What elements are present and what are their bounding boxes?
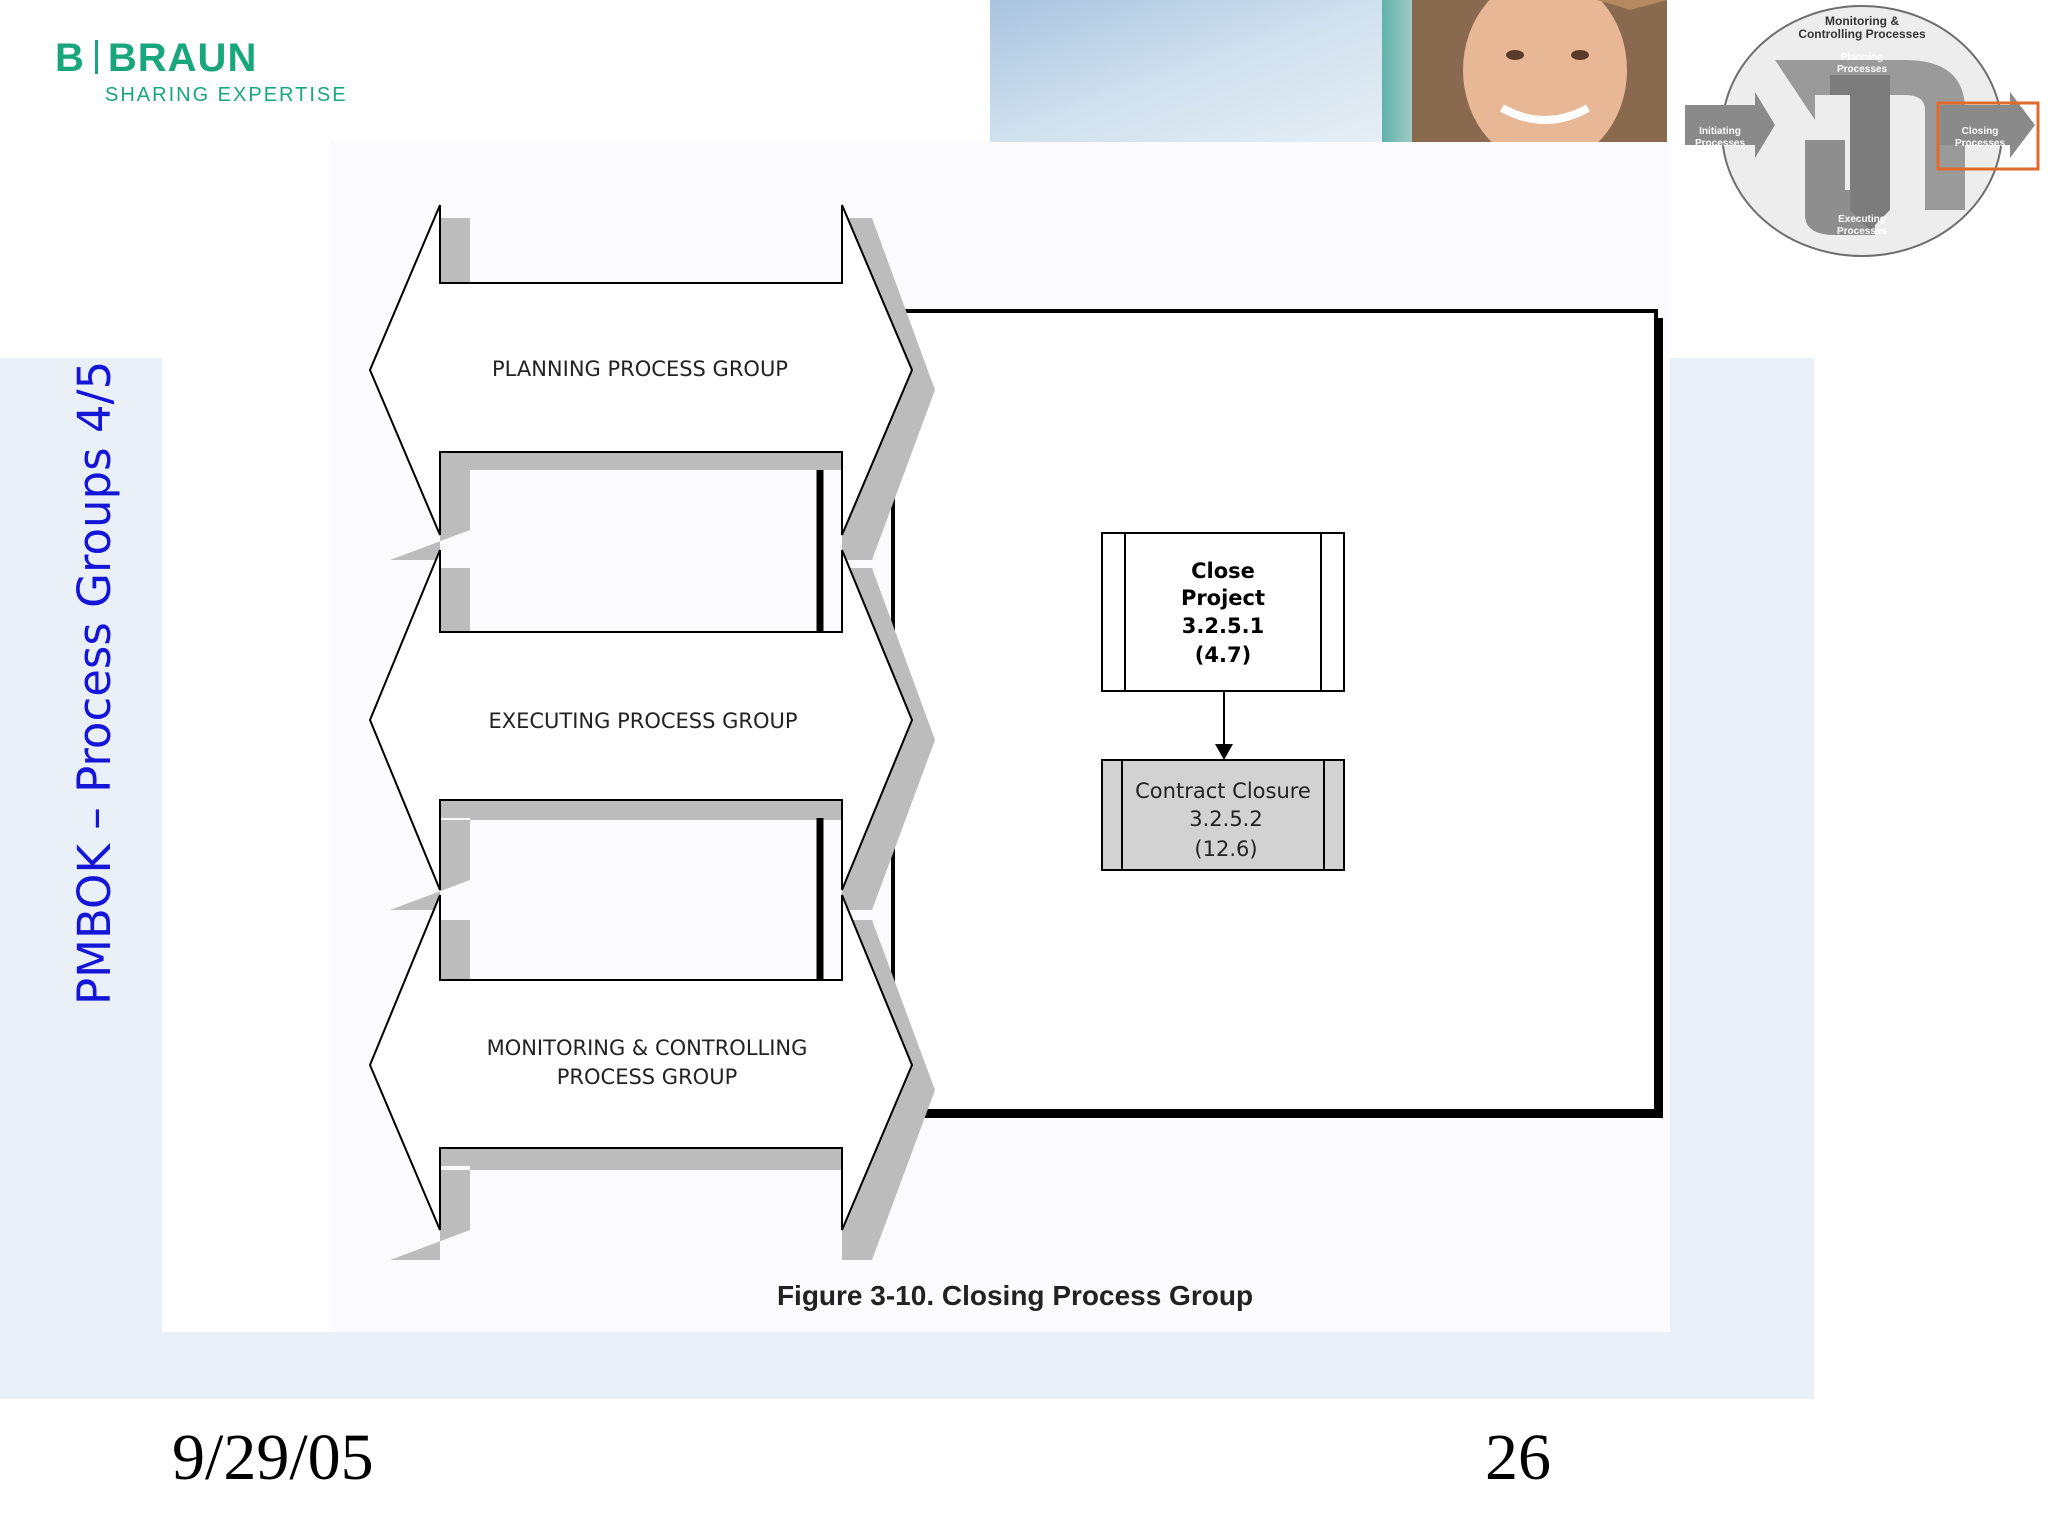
contract-closure-line1: Contract Closure bbox=[1135, 779, 1311, 803]
connector-arrowhead bbox=[1215, 744, 1233, 760]
bbraun-logo: B BRAUN SHARING EXPERTISE bbox=[55, 38, 348, 107]
contract-closure-line2: 3.2.5.2 bbox=[1189, 807, 1262, 831]
cycle-label-planning-2: Processes bbox=[1837, 64, 1887, 75]
cycle-label-executing-2: Processes bbox=[1837, 226, 1887, 237]
closing-highlight bbox=[1936, 101, 2040, 171]
close-project-line1: Close bbox=[1191, 559, 1255, 583]
monitoring-group-label-line1: MONITORING & CONTROLLING bbox=[487, 1036, 808, 1060]
executing-group-label: EXECUTING PROCESS GROUP bbox=[488, 709, 797, 733]
cycle-label-initiating-2: Processes bbox=[1695, 138, 1745, 149]
slide-page-number: 26 bbox=[1485, 1421, 1551, 1494]
header-photo-banner bbox=[990, 0, 1667, 142]
contract-closure-line3: (12.6) bbox=[1194, 837, 1257, 861]
logo-separator bbox=[94, 40, 98, 74]
figure-caption: Figure 3-10. Closing Process Group bbox=[777, 1280, 1253, 1311]
monitoring-group-label-line2: PROCESS GROUP bbox=[557, 1065, 737, 1089]
planning-group-arrow bbox=[368, 204, 914, 536]
planning-band bbox=[441, 452, 841, 470]
cycle-label-monitoring: Monitoring & bbox=[1825, 14, 1899, 28]
logo-tagline: SHARING EXPERTISE bbox=[105, 84, 348, 106]
executing-group-arrow bbox=[368, 549, 914, 891]
close-project-line2: Project bbox=[1181, 586, 1265, 610]
cycle-label-closing: Closing bbox=[1962, 126, 1999, 137]
cycle-label-closing-2: Processes bbox=[1955, 138, 2005, 149]
cycle-label-initiating: Initiating bbox=[1699, 126, 1741, 137]
close-project-line4: (4.7) bbox=[1195, 643, 1251, 667]
logo-brand-name: BRAUN bbox=[107, 36, 258, 80]
logo-brand-b: B bbox=[55, 36, 85, 80]
close-project-line3: 3.2.5.1 bbox=[1182, 614, 1264, 638]
cycle-label-planning: Planning bbox=[1841, 52, 1883, 63]
contract-closure-box bbox=[1101, 759, 1345, 871]
close-project-box bbox=[1101, 532, 1345, 692]
process-cycle-graphic: Monitoring & Controlling Processes Plann… bbox=[1685, 5, 2040, 257]
slide-date: 9/29/05 bbox=[172, 1421, 374, 1494]
planning-group-label: PLANNING PROCESS GROUP bbox=[492, 357, 788, 381]
executing-band bbox=[441, 800, 841, 818]
cycle-label-executing: Executing bbox=[1838, 214, 1886, 225]
monitoring-group-arrow bbox=[368, 894, 914, 1231]
cycle-label-controlling: Controlling Processes bbox=[1798, 27, 1926, 41]
process-frame bbox=[891, 309, 1658, 1113]
monitoring-band bbox=[441, 1148, 841, 1166]
